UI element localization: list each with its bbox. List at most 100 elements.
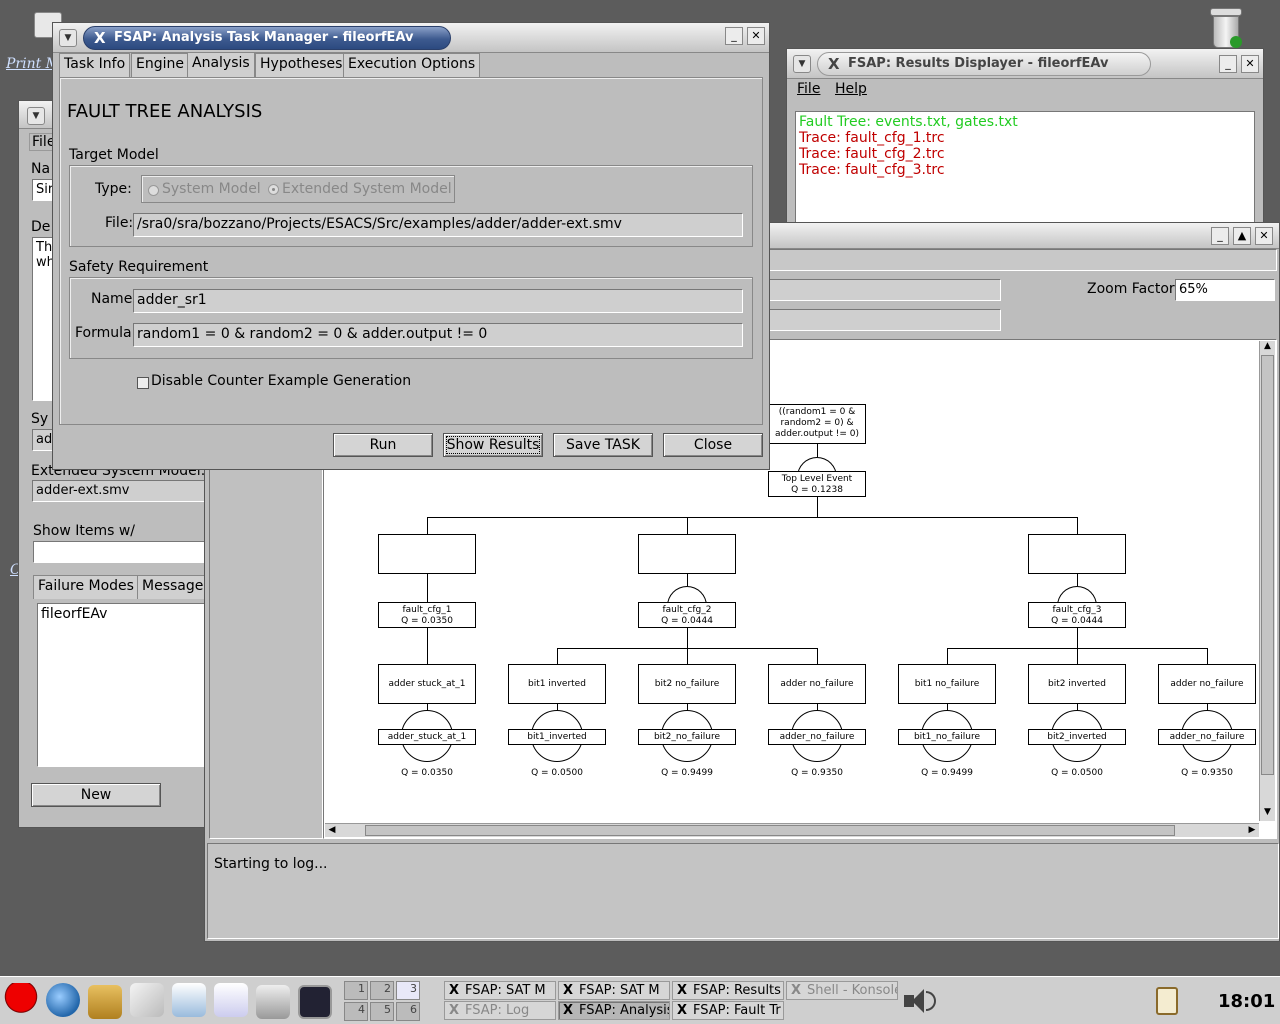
scroll-thumb[interactable]	[365, 825, 1175, 836]
clock[interactable]: 18:01	[1218, 991, 1276, 1012]
fault-tree-diagram: ((random1 = 0 & random2 = 0) & adder.out…	[324, 340, 1264, 826]
clipboard-icon[interactable]	[1156, 987, 1178, 1015]
close-button[interactable]: ✕	[1255, 227, 1273, 245]
desktop-button-2[interactable]: 2	[370, 981, 394, 1000]
results-list-item[interactable]: Trace: fault_cfg_2.trc	[799, 146, 945, 162]
tab-analysis[interactable]: Analysis	[187, 52, 255, 78]
x-logo-icon: X	[791, 983, 802, 998]
window-menu-icon[interactable]: ▼	[27, 107, 45, 125]
info-field-1	[765, 279, 1001, 301]
scroll-down-icon[interactable]: ▼	[1264, 807, 1271, 817]
x-logo-icon: X	[94, 29, 106, 47]
desktop-button-3[interactable]: 3	[396, 981, 420, 1000]
results-list-item[interactable]: Trace: fault_cfg_1.trc	[799, 130, 945, 146]
x-logo-icon: X	[677, 1003, 688, 1018]
formula-field[interactable]: random1 = 0 & random2 = 0 & adder.output…	[133, 323, 743, 347]
tab-engine[interactable]: Engine	[131, 53, 189, 77]
speaker-icon[interactable]	[902, 985, 938, 1017]
close-button[interactable]: Close	[663, 433, 763, 457]
leaf-connector	[1207, 648, 1208, 664]
run-button[interactable]: Run	[333, 433, 433, 457]
tab-panel	[59, 77, 763, 425]
browser-icon[interactable]	[46, 983, 80, 1017]
name-field[interactable]: adder_sr1	[133, 289, 743, 313]
leaf-probability: Q = 0.9350	[1181, 768, 1233, 778]
minimize-button[interactable]: _	[1219, 55, 1237, 73]
leaf-name-box: adder_no_failure	[1158, 729, 1256, 745]
desktop-button-6[interactable]: 6	[396, 1002, 420, 1021]
presentation-icon[interactable]	[214, 983, 248, 1017]
text-editor-icon[interactable]	[130, 983, 164, 1017]
zoom-input[interactable]: 65%	[1175, 279, 1275, 301]
window-menu-icon[interactable]: ▼	[59, 29, 77, 47]
scroll-right-icon[interactable]: ▶	[1248, 825, 1256, 835]
scroll-thumb[interactable]	[1261, 355, 1274, 775]
description-line: wh	[36, 255, 55, 270]
page-title: FAULT TREE ANALYSIS	[67, 101, 263, 122]
menu-file[interactable]: File	[797, 81, 821, 97]
desktop-link-c[interactable]: C	[10, 562, 21, 578]
file-manager-icon[interactable]	[88, 985, 122, 1019]
file-field[interactable]: /sra0/sra/bozzano/Projects/ESACS/Src/exa…	[133, 213, 743, 237]
window-menu-icon[interactable]: ▼	[793, 55, 811, 73]
new-button[interactable]: New	[31, 783, 161, 807]
desktop-button-4[interactable]: 4	[344, 1002, 368, 1021]
results-list-item[interactable]: Trace: fault_cfg_3.trc	[799, 162, 945, 178]
extended-model-field[interactable]: adder-ext.smv	[32, 480, 209, 502]
desktop-button-5[interactable]: 5	[370, 1002, 394, 1021]
list-item[interactable]: fileorfEAv	[41, 606, 108, 622]
tab-failure-modes[interactable]: Failure Modes	[33, 575, 139, 599]
spreadsheet-icon[interactable]	[172, 983, 206, 1017]
horizontal-scrollbar[interactable]: ◀ ▶	[325, 823, 1259, 837]
tab-message[interactable]: Message	[137, 575, 209, 599]
taskbar-task-label: FSAP: Analysis	[579, 1003, 670, 1018]
leaf-connector	[947, 648, 948, 664]
leaf-connector	[817, 648, 818, 664]
leaf-probability: Q = 0.0500	[1051, 768, 1103, 778]
show-items-field[interactable]	[33, 541, 209, 563]
show-results-button[interactable]: Show Results	[443, 433, 543, 457]
results-list-item[interactable]: Fault Tree: events.txt, gates.txt	[799, 114, 1018, 130]
scroll-up-icon[interactable]: ▲	[1264, 341, 1271, 351]
tab-hypotheses[interactable]: Hypotheses	[255, 53, 348, 77]
printer-icon[interactable]	[256, 985, 290, 1019]
close-button[interactable]: ✕	[1241, 55, 1259, 73]
desktop-link-print[interactable]: Print M	[6, 56, 61, 72]
radio-extended-model[interactable]	[268, 184, 279, 195]
target-model-label: Target Model	[69, 147, 159, 163]
leaf-connector	[557, 704, 558, 710]
failure-modes-list[interactable]: fileorfEAv	[37, 603, 209, 767]
menu-help[interactable]: Help	[835, 81, 867, 97]
close-button[interactable]: ✕	[747, 27, 765, 45]
desktop-button-1[interactable]: 1	[344, 981, 368, 1000]
redhat-menu-icon[interactable]	[4, 983, 38, 1017]
tab-execution-options[interactable]: Execution Options	[343, 53, 481, 77]
name-label: Na	[31, 161, 51, 177]
save-task-button[interactable]: Save TASK	[553, 433, 653, 457]
tab-task-info[interactable]: Task Info	[59, 53, 131, 77]
maximize-button[interactable]: ▲	[1233, 227, 1251, 245]
trash-icon[interactable]	[1208, 8, 1244, 50]
disable-counter-example-label: Disable Counter Example Generation	[151, 373, 412, 389]
disable-counter-example-checkbox[interactable]	[137, 377, 149, 389]
vertical-scrollbar[interactable]: ▲ ▼	[1259, 341, 1275, 821]
minimize-button[interactable]: _	[1211, 227, 1229, 245]
minimize-button[interactable]: _	[725, 27, 743, 45]
scroll-left-icon[interactable]: ◀	[328, 825, 336, 835]
log-area[interactable]: Starting to log...	[207, 843, 1279, 939]
terminal-icon[interactable]	[298, 985, 332, 1019]
radio-system-model[interactable]	[148, 185, 159, 196]
